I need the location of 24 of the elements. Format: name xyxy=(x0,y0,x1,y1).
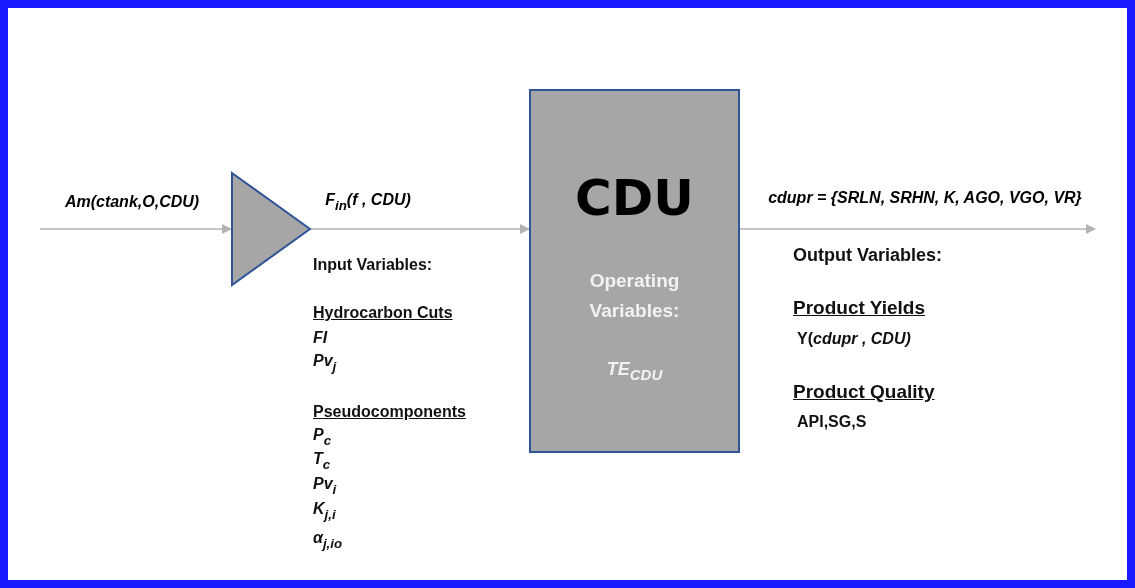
unit-title: CDU xyxy=(574,169,695,227)
edge-label: F$_{in}$(f , CDU) xyxy=(323,191,413,213)
edge-label: cdupr = {SRLN, SRHN, K, AGO, VGO, VR} xyxy=(766,189,1084,207)
arrow xyxy=(39,224,232,234)
section-heading: Output Variables: xyxy=(793,244,943,266)
variable-name: Y(cdupr , CDU) xyxy=(797,330,911,348)
variable-name: API,SG,S xyxy=(797,413,867,431)
arrow xyxy=(739,224,1096,234)
variable-name: T$_{c}$ xyxy=(313,450,331,472)
process-box xyxy=(529,89,740,453)
variable-name: K$_{j,i}$ xyxy=(313,500,336,522)
section-heading: Hydrocarbon Cuts xyxy=(313,304,453,322)
variable-name: Pv$_{j}$ xyxy=(313,352,337,374)
arrow xyxy=(310,224,530,234)
edge-label: Am(ctank,O,CDU) xyxy=(62,193,202,211)
section-heading: Operating Variables: xyxy=(588,269,681,323)
section-heading: Product Yields xyxy=(793,297,925,319)
variable-name: α$_{j,io}$ xyxy=(313,529,343,551)
variable-name: P$_{c}$ xyxy=(313,426,332,448)
variable-name: FI xyxy=(313,329,328,347)
variable-name: TE$_{CDU}$ xyxy=(605,359,664,383)
section-heading: Product Quality xyxy=(793,381,935,403)
section-heading: Pseudocomponents xyxy=(313,403,466,421)
variable-name: Pv$_{i}$ xyxy=(313,475,337,497)
